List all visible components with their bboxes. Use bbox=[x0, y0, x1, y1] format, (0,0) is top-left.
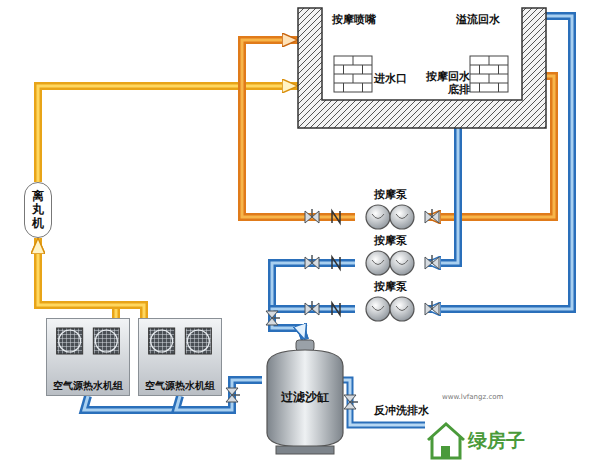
pipe-core bbox=[272, 263, 355, 340]
pump-body bbox=[366, 297, 390, 321]
watermark-logo: 绿房子 bbox=[468, 428, 525, 454]
check-valve bbox=[332, 211, 340, 223]
flow-arrow bbox=[425, 128, 458, 263]
fan-ring bbox=[59, 330, 81, 352]
sand-filter: 过滤沙缸 bbox=[262, 340, 348, 455]
valve bbox=[425, 209, 439, 223]
check-valve bbox=[332, 303, 340, 315]
check-valve bbox=[332, 257, 340, 269]
flow-arrow bbox=[38, 86, 298, 182]
pipe bbox=[38, 86, 298, 182]
logo-house bbox=[428, 424, 464, 458]
drain-label: 反冲洗排水 bbox=[374, 403, 429, 418]
fan-grille bbox=[185, 328, 211, 354]
pipe-wall bbox=[425, 128, 458, 263]
fan-ring bbox=[151, 330, 173, 352]
pump-detail bbox=[396, 214, 408, 219]
pool-label: 按摩喷嘴 bbox=[332, 13, 376, 26]
pump-body bbox=[390, 205, 414, 229]
brick-block bbox=[470, 56, 508, 92]
flow-arrow bbox=[272, 309, 355, 340]
node-label: 离丸机 bbox=[32, 190, 44, 230]
pump-detail bbox=[372, 260, 384, 265]
pipe bbox=[38, 238, 144, 318]
pump-body bbox=[390, 251, 414, 275]
tank-valve-head bbox=[296, 340, 314, 351]
watermark-url: www.lvfangz.com bbox=[442, 393, 503, 401]
pipe bbox=[425, 16, 572, 309]
pipe-wall bbox=[425, 16, 572, 309]
pump-body bbox=[390, 297, 414, 321]
logo-door bbox=[441, 446, 450, 458]
pipe-core bbox=[38, 86, 298, 182]
node-label: 按摩泵 bbox=[355, 188, 425, 201]
pipe bbox=[272, 263, 355, 340]
hair-catcher: 离丸机 bbox=[24, 182, 52, 238]
node-label: 空气源热水机组 bbox=[138, 380, 222, 392]
valve bbox=[344, 395, 358, 409]
fan-grille bbox=[57, 328, 83, 354]
pump-body bbox=[366, 205, 390, 229]
pump-detail bbox=[396, 260, 408, 265]
pipe-wall bbox=[272, 309, 355, 340]
valve bbox=[226, 388, 240, 402]
pump-body bbox=[366, 251, 390, 275]
pool: 按摩喷嘴 溢流回水进水口按摩回水 底排 bbox=[298, 8, 546, 128]
fan-ring bbox=[95, 330, 117, 352]
pipe bbox=[425, 128, 458, 263]
tank-base bbox=[276, 446, 334, 454]
fan-grille bbox=[93, 328, 119, 354]
drain-pipe bbox=[340, 380, 425, 425]
pipe-wall bbox=[38, 238, 144, 318]
pipe-core bbox=[425, 16, 572, 309]
pipe-core bbox=[425, 128, 458, 263]
node-label: 过滤沙缸 bbox=[262, 390, 348, 404]
heat-pump-unit: 空气源热水机组 bbox=[138, 318, 222, 396]
flow-arrow bbox=[38, 238, 144, 318]
pipe bbox=[272, 309, 355, 340]
fan-grille bbox=[149, 328, 175, 354]
pool-label: 按摩回水 底排 bbox=[420, 70, 470, 96]
flow-arrow bbox=[425, 16, 572, 309]
pool-label: 溢流回水 bbox=[456, 13, 500, 26]
pump-detail bbox=[372, 306, 384, 311]
massage-pump: 按摩泵 bbox=[355, 234, 425, 278]
flow-arrow bbox=[272, 263, 355, 340]
valve bbox=[425, 301, 439, 315]
pipe-core bbox=[38, 238, 144, 318]
pump-detail bbox=[372, 214, 384, 219]
pool-label: 进水口 bbox=[374, 72, 407, 85]
pump-detail bbox=[396, 306, 408, 311]
massage-pump: 按摩泵 bbox=[355, 280, 425, 324]
valve bbox=[266, 311, 280, 325]
valve bbox=[305, 209, 319, 223]
node-label: 按摩泵 bbox=[355, 280, 425, 293]
valve bbox=[425, 255, 439, 269]
fan-ring bbox=[187, 330, 209, 352]
drain-pipe bbox=[340, 380, 425, 425]
unit-casing bbox=[139, 319, 222, 396]
unit-casing bbox=[47, 319, 130, 396]
node-label: 空气源热水机组 bbox=[46, 380, 130, 392]
pipe-wall bbox=[38, 86, 298, 182]
pill-outline bbox=[25, 183, 52, 238]
pipe-wall bbox=[272, 263, 355, 340]
heat-pump-unit: 空气源热水机组 bbox=[46, 318, 130, 396]
brick-block bbox=[334, 56, 372, 92]
node-label: 按摩泵 bbox=[355, 234, 425, 247]
valve bbox=[305, 301, 319, 315]
pipe-core bbox=[272, 309, 355, 340]
massage-pump: 按摩泵 bbox=[355, 188, 425, 232]
pool-wall bbox=[298, 8, 546, 128]
valve bbox=[305, 255, 319, 269]
